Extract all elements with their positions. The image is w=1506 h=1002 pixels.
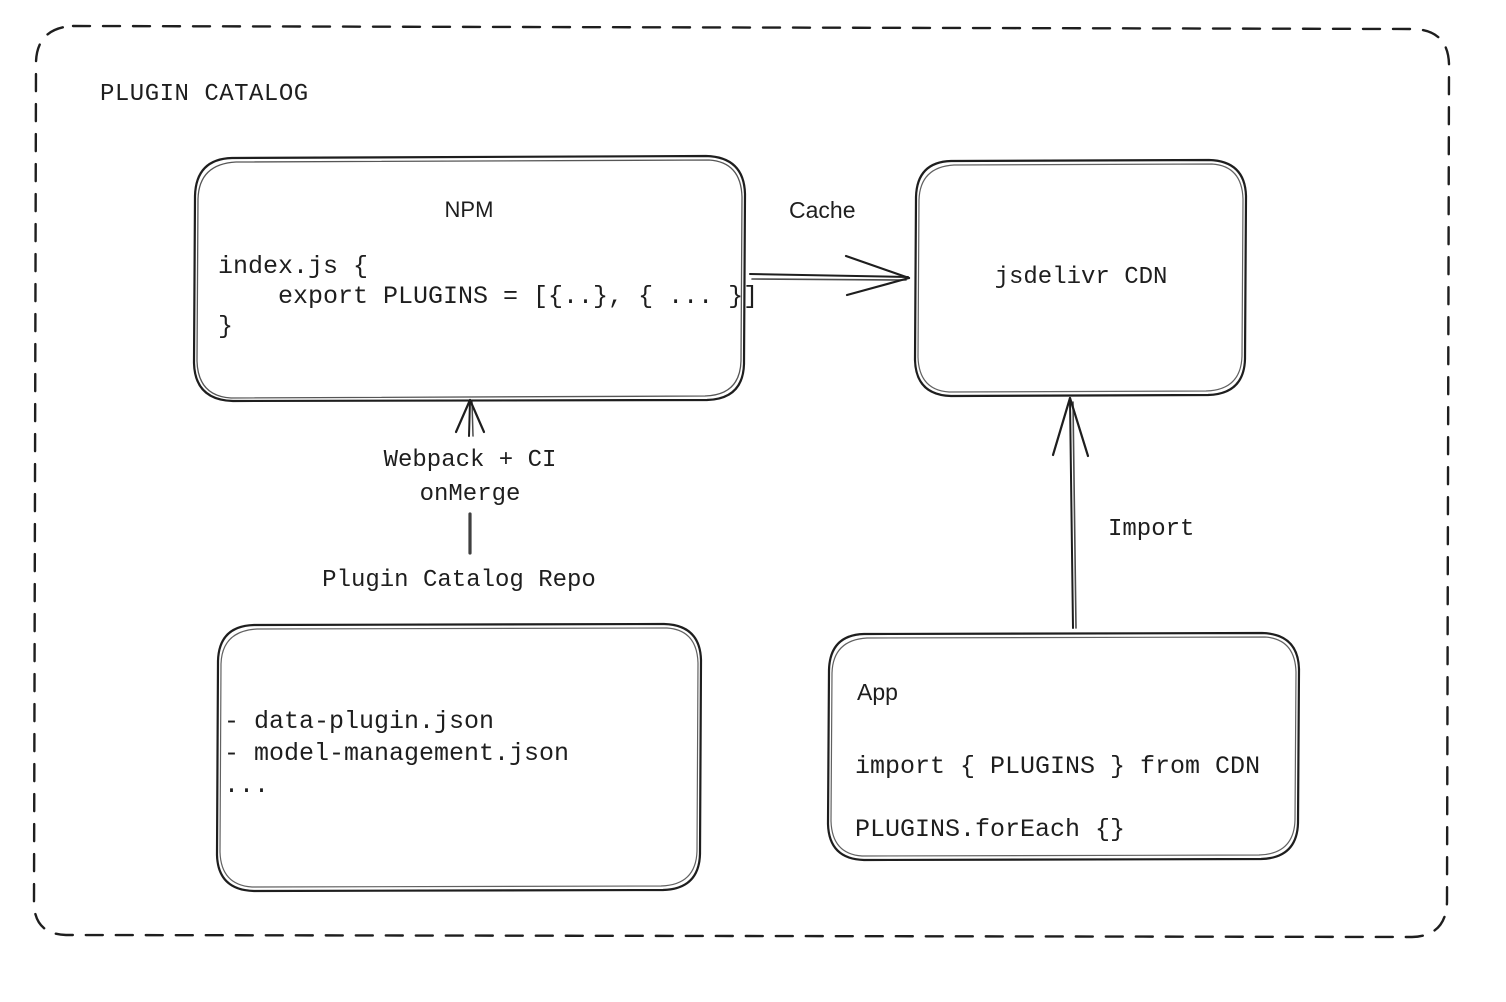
arrow-repo-to-npm-head-right xyxy=(468,398,486,434)
arrow-npm-to-cdn-shaft-1 xyxy=(749,273,909,278)
arrow-npm-to-cdn-shaft-2 xyxy=(751,278,907,281)
npm-code-line-2: export PLUGINS = [{..}, { ... }] xyxy=(218,282,759,311)
arrow-repo-to-npm-shaft-2 xyxy=(471,401,474,437)
edge-label-webpack-ci: Webpack + CI xyxy=(383,447,557,474)
npm-code-line-3: } xyxy=(218,312,234,341)
arrow-app-to-cdn-shaft-2 xyxy=(1072,401,1077,629)
edge-label-onmerge: onMerge xyxy=(419,481,521,508)
repo-item-2: - model-management.json xyxy=(224,739,570,768)
edge-label-import: Import xyxy=(1108,516,1195,543)
cdn-node-title: jsdelivr CDN xyxy=(994,264,1168,291)
group-title: PLUGIN CATALOG xyxy=(100,81,309,108)
arrow-npm-to-cdn-head-upper xyxy=(844,254,911,280)
arrow-app-to-cdn-head-right xyxy=(1068,396,1090,458)
arrow-npm-to-cdn-head-lower xyxy=(845,276,911,297)
repo-item-3: ... xyxy=(224,771,270,800)
app-code-line-1: import { PLUGINS } from CDN xyxy=(855,752,1261,781)
app-code-line-2: PLUGINS.forEach {} xyxy=(855,815,1126,844)
npm-node-title: NPM xyxy=(444,197,494,222)
arrow-app-to-cdn-head-left xyxy=(1051,396,1072,457)
arrow-app-to-cdn-shaft-1 xyxy=(1069,399,1074,629)
repo-node-caption: Plugin Catalog Repo xyxy=(322,567,596,594)
app-node-title: App xyxy=(857,679,898,705)
arrow-repo-to-npm-head-left xyxy=(454,398,472,434)
arrow-repo-to-npm-shaft-1 xyxy=(468,400,471,437)
edge-label-cache: Cache xyxy=(789,197,856,223)
repo-item-1: - data-plugin.json xyxy=(224,707,495,736)
npm-code-line-1: index.js { xyxy=(218,252,369,281)
